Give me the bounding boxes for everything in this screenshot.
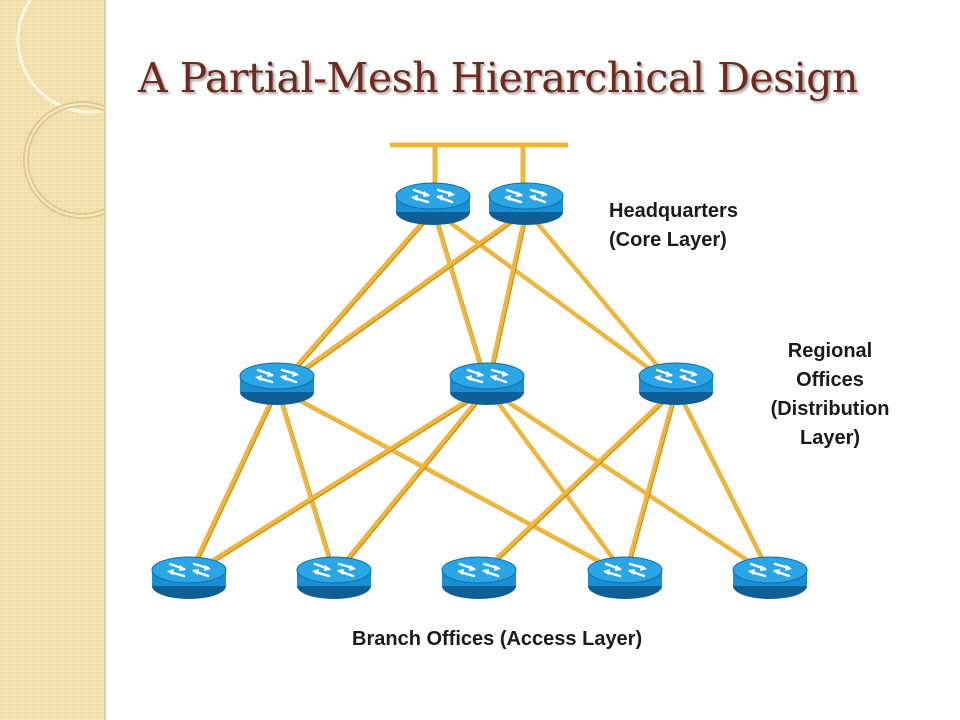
router-branch-3-icon[interactable] bbox=[440, 555, 518, 601]
slide-title: A Partial-Mesh Hierarchical Design bbox=[138, 54, 858, 102]
distribution-label-line: Layer) bbox=[799, 427, 861, 449]
router-hq-1-icon[interactable] bbox=[394, 181, 472, 227]
distribution-label-line: Regional bbox=[787, 340, 873, 362]
links-layer bbox=[187, 208, 773, 578]
hq-bus bbox=[390, 142, 568, 190]
core-layer-label: Headquarters (Core Layer) bbox=[609, 197, 738, 255]
router-hq-2-icon[interactable] bbox=[487, 181, 565, 227]
link-hq-2-regional-1 bbox=[275, 208, 528, 390]
router-branch-5-icon[interactable] bbox=[731, 555, 809, 601]
link-regional-1-branch-4 bbox=[275, 386, 627, 577]
link-regional-1-branch-1 bbox=[187, 386, 279, 577]
link-regional-2-branch-4 bbox=[485, 386, 627, 577]
router-regional-2-icon[interactable] bbox=[448, 361, 526, 407]
link-hq-1-regional-1 bbox=[275, 208, 435, 390]
link-regional-1-branch-2 bbox=[275, 386, 336, 577]
link-regional-2-branch-1 bbox=[187, 386, 489, 577]
distribution-label-line: (Distribution bbox=[770, 398, 890, 420]
link-hq-2-regional-2 bbox=[485, 208, 528, 390]
link-hq-2-regional-3 bbox=[524, 208, 678, 390]
link-hq-1-regional-2 bbox=[431, 208, 489, 390]
decorative-sidebar bbox=[0, 0, 106, 720]
router-branch-4-icon[interactable] bbox=[586, 555, 664, 601]
link-regional-2-branch-5 bbox=[485, 386, 772, 577]
sidebar-ornament bbox=[0, 0, 106, 720]
router-branch-2-icon[interactable] bbox=[295, 555, 373, 601]
core-label-line: (Core Layer) bbox=[609, 229, 727, 251]
link-regional-3-branch-4 bbox=[623, 386, 678, 577]
link-hq-1-regional-3 bbox=[431, 208, 678, 390]
core-label-line: Headquarters bbox=[609, 200, 738, 222]
link-regional-3-branch-5 bbox=[674, 386, 772, 577]
link-regional-3-branch-3 bbox=[477, 386, 678, 577]
router-regional-1-icon[interactable] bbox=[238, 361, 316, 407]
distribution-layer-label: Regional Offices (Distribution Layer) bbox=[740, 337, 920, 453]
access-layer-label: Branch Offices (Access Layer) bbox=[352, 628, 643, 650]
router-branch-1-icon[interactable] bbox=[150, 555, 228, 601]
link-regional-2-branch-2 bbox=[332, 386, 489, 577]
router-regional-3-icon[interactable] bbox=[637, 361, 715, 407]
distribution-label-line: Offices bbox=[796, 369, 864, 391]
